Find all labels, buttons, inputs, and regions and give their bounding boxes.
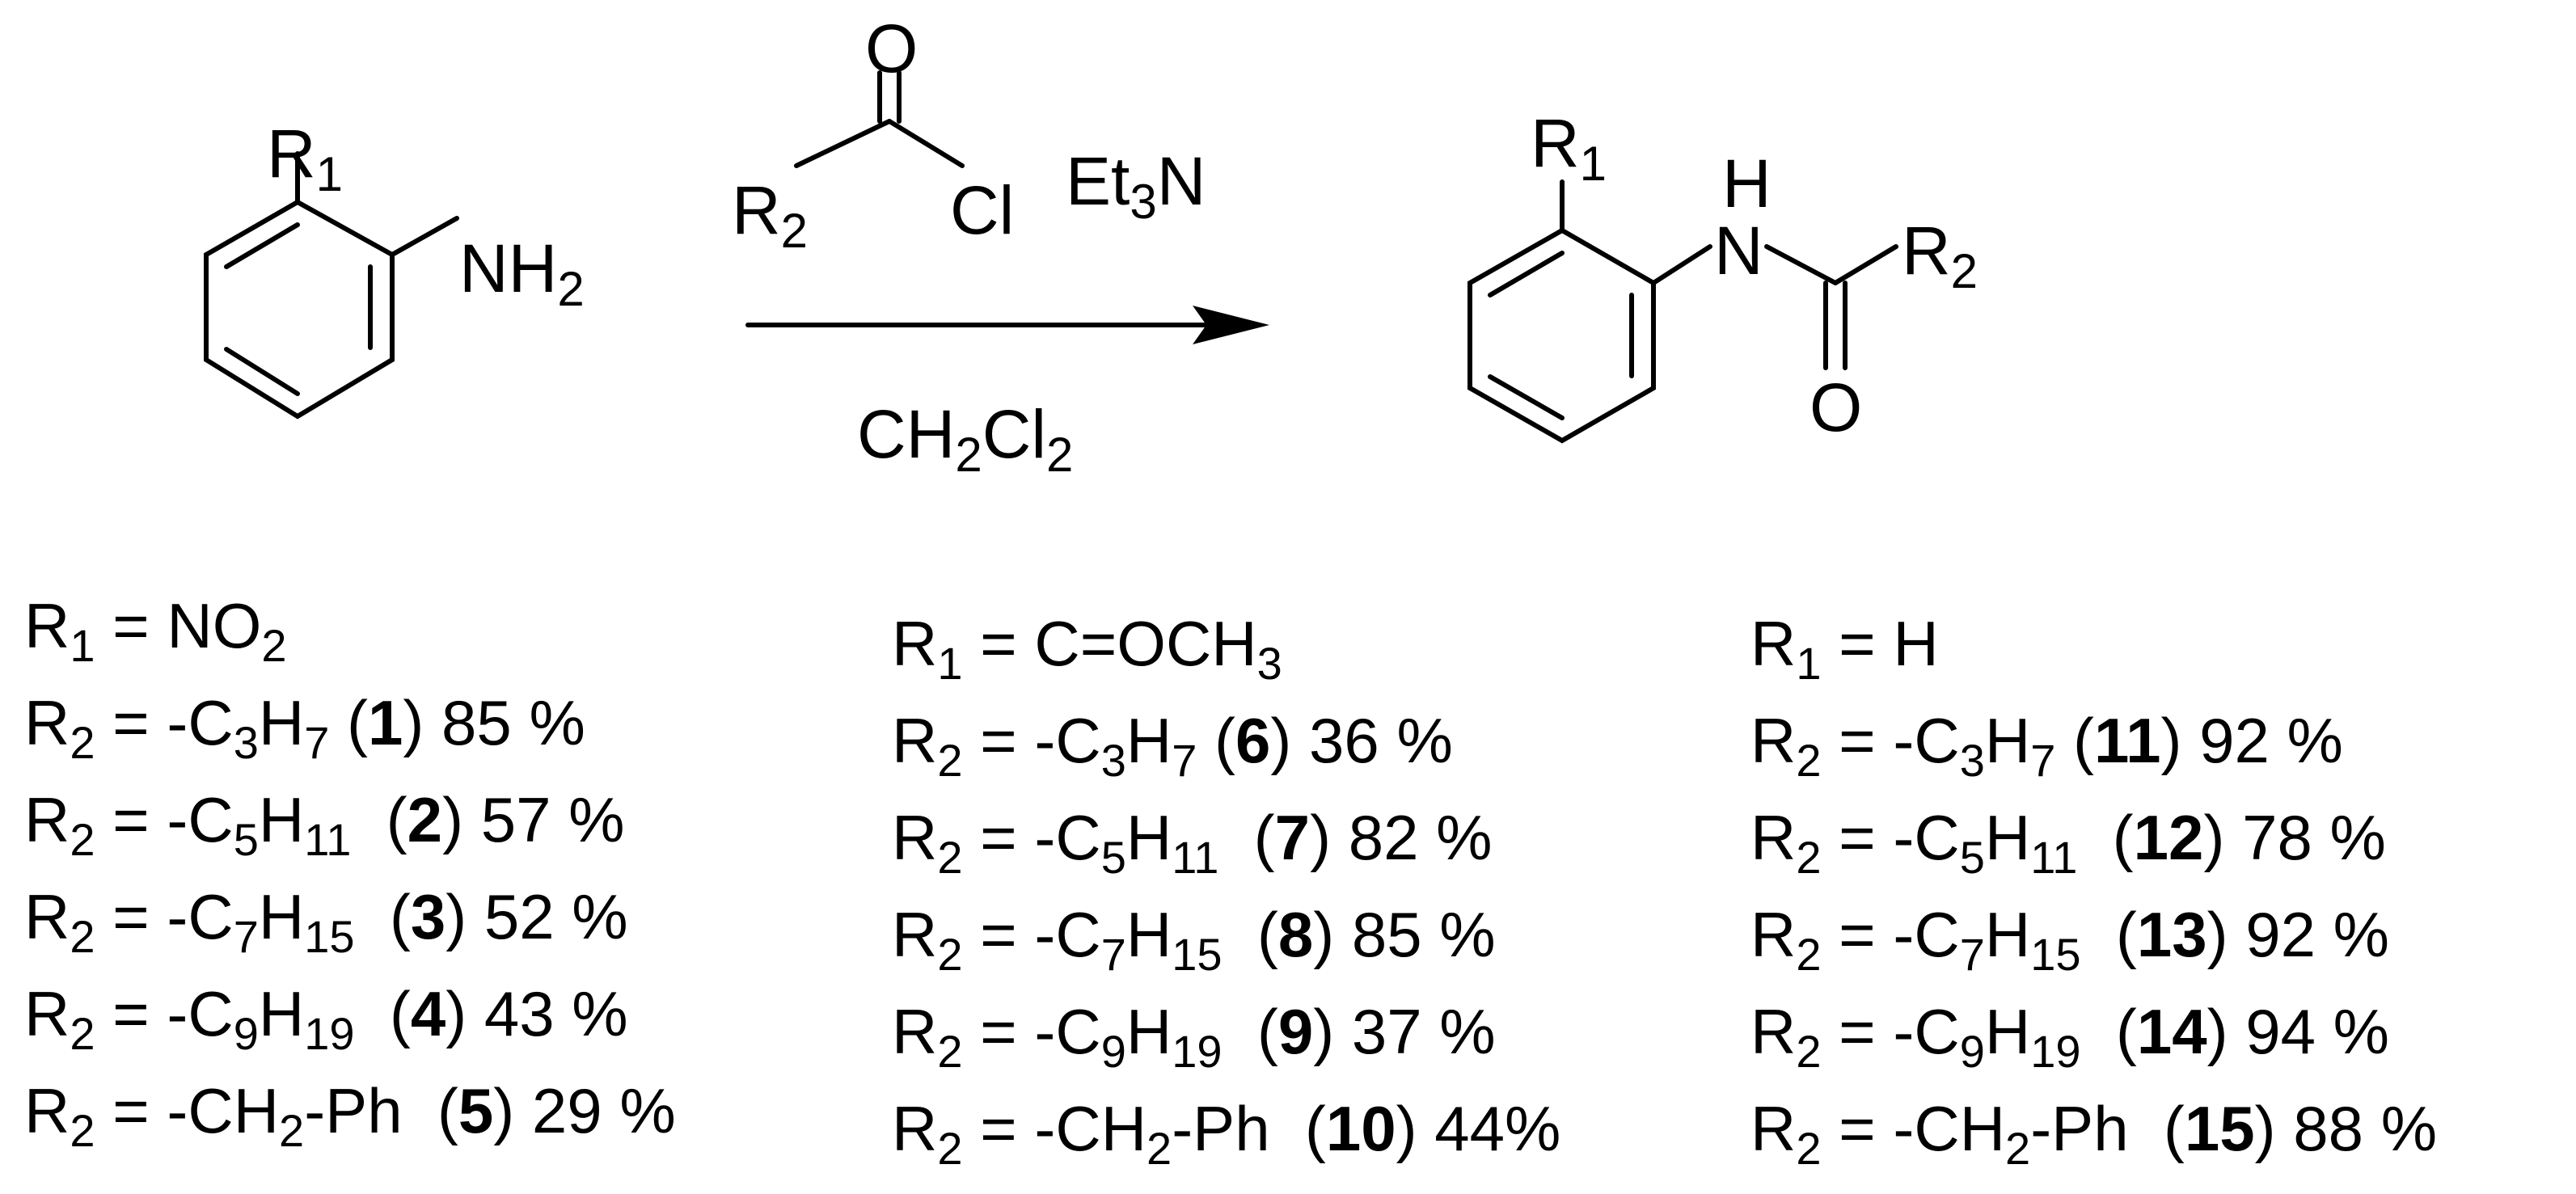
reactant-benzene-ring: [204, 199, 395, 420]
acyl-chloride-o-label: O: [865, 11, 918, 86]
compound-number: 5: [458, 1075, 494, 1146]
compound-number: 13: [2136, 899, 2207, 970]
compound-entry-13: R2 = -C7H15 (13) 92 %: [1750, 899, 2390, 980]
compound-number: 15: [2184, 1093, 2255, 1164]
reaction-arrowhead: [1193, 306, 1269, 344]
compound-number: 10: [1325, 1093, 1396, 1164]
compound-entry-1: R2 = -C3H7 (1) 85 %: [24, 687, 585, 768]
compound-entry-14: R2 = -C9H19 (14) 94 %: [1750, 996, 2390, 1077]
compound-entry-4: R2 = -C9H19 (4) 43 %: [24, 978, 628, 1059]
product-benzene-ring: [1467, 227, 1656, 444]
product-nh-n-label: N: [1714, 213, 1763, 289]
product-amide-bonds: [1764, 244, 1898, 370]
compound-entry-8: R2 = -C7H15 (8) 85 %: [892, 899, 1496, 980]
compound-number: 3: [410, 881, 446, 952]
compound-number: 2: [407, 784, 443, 855]
acyl-chloride-r2-label: R2: [732, 172, 809, 258]
compound-entry-3: R2 = -C7H15 (3) 52 %: [24, 881, 628, 962]
compound-number: 1: [368, 687, 403, 758]
compound-entry-15: R2 = -CH2-Ph (15) 88 %: [1750, 1093, 2438, 1174]
r1-definition: R1 = C=OCH3: [892, 608, 1282, 689]
product-carbonyl-o-label: O: [1810, 369, 1863, 445]
compound-entry-7: R2 = -C5H11 (7) 82 %: [892, 802, 1493, 883]
r1-definition: R1 = NO2: [24, 590, 287, 671]
product-nh-h-label: H: [1722, 146, 1772, 222]
compound-number: 4: [410, 978, 446, 1049]
compound-entry-2: R2 = -C5H11 (2) 57 %: [24, 784, 625, 865]
compound-entry-12: R2 = -C5H11 (12) 78 %: [1750, 802, 2386, 883]
product-ring-n-bond: [1651, 244, 1712, 285]
acyl-chloride-cl-label: Cl: [950, 172, 1015, 248]
reactant-r1-label: R1: [267, 116, 344, 201]
compound-number: 12: [2133, 802, 2204, 873]
compound-entry-10: R2 = -CH2-Ph (10) 44%: [892, 1093, 1561, 1174]
compound-number: 14: [2136, 996, 2207, 1067]
compound-number: 11: [2094, 705, 2161, 776]
compound-number: 9: [1277, 996, 1314, 1067]
reactant-amine-label: NH2: [459, 230, 585, 316]
base-label: Et3N: [1066, 143, 1206, 229]
solvent-label: CH2Cl2: [857, 396, 1074, 482]
r1-definition: R1 = H: [1750, 608, 1939, 689]
compound-number: 7: [1274, 802, 1311, 873]
compound-number: 6: [1235, 705, 1271, 776]
compound-entry-5: R2 = -CH2-Ph (5) 29 %: [24, 1075, 676, 1156]
product-r2-label: R2: [1902, 213, 1978, 298]
reactant-nh2-bond: [390, 216, 459, 257]
acyl-chloride-structure: [794, 70, 965, 168]
compound-entry-11: R2 = -C3H7 (11) 92 %: [1750, 705, 2343, 786]
compound-number: 8: [1277, 899, 1314, 970]
compound-entry-9: R2 = -C9H19 (9) 37 %: [892, 996, 1496, 1077]
product-r1-label: R1: [1531, 105, 1607, 191]
compound-entry-6: R2 = -C3H7 (6) 36 %: [892, 705, 1453, 786]
